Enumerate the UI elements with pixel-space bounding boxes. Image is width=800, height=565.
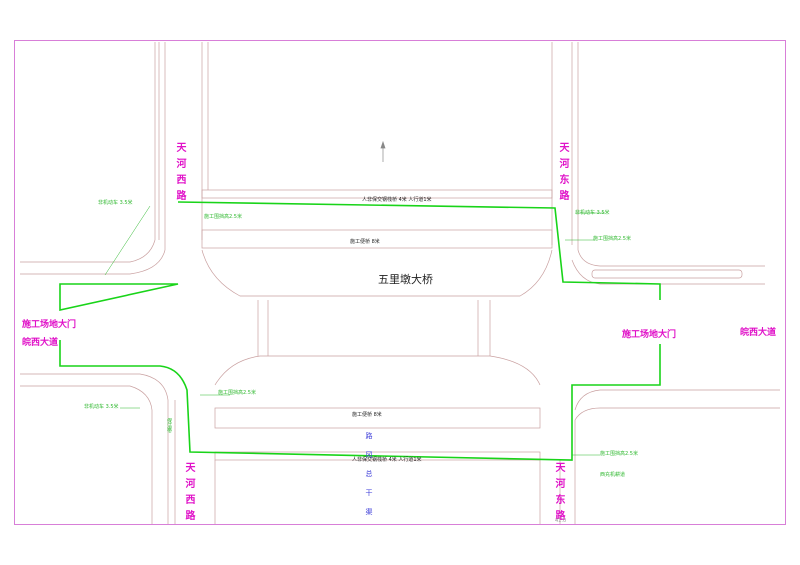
- road-label-wanxi-right: 皖西大道: [740, 328, 777, 338]
- corner-code: 41.0: [555, 518, 567, 524]
- temp-bridge-label-south: 施工便桥 8米: [352, 412, 382, 418]
- ped-bridge-label-north: 人非保交钢栈桥 4米 人行道1米: [362, 197, 432, 203]
- gate-label-left: 施工场地大门: [22, 320, 77, 330]
- tianhe-east-road-north: [551, 42, 765, 285]
- tianhe-west-road-north: [20, 42, 209, 275]
- sidewalk-label-sw: 保洁带: [166, 418, 172, 433]
- lane-label-nw: 非机动车 3.5米: [98, 200, 133, 206]
- road-label-wanxi-left: 皖西大道: [22, 338, 59, 348]
- road-label-tianhe-west-south: 天河西路: [183, 462, 194, 526]
- drawing-frame: [14, 40, 786, 525]
- fence-label-ne: 施工围挡高2.5米: [593, 236, 631, 242]
- fence-label-nw: 施工围挡高2.5米: [204, 214, 242, 220]
- bridge-name: 五里墩大桥: [378, 273, 433, 286]
- ped-bridge-label-south: 人非保交钢栈桥 4米 人行道1米: [352, 457, 422, 463]
- road-label-tianhe-east-south: 天河东路: [553, 462, 564, 526]
- fence-label-sw: 施工围挡高2.5米: [218, 390, 256, 396]
- lane-label-ne: 非机动车 3.5米: [575, 210, 610, 216]
- south-trunk-label: 路冈总干渠: [365, 432, 373, 527]
- temp-bridge-label-north: 施工便桥 8米: [350, 239, 380, 245]
- fence-label-se: 施工围挡高2.5米: [600, 451, 638, 457]
- se-note-label: 西充机耕道: [600, 472, 626, 478]
- gate-label-right: 施工场地大门: [622, 330, 677, 340]
- bridge-area: [201, 189, 553, 524]
- road-label-tianhe-east-north: 天河东路: [557, 142, 568, 206]
- road-label-tianhe-west-north: 天河西路: [174, 142, 185, 206]
- south-roads: [20, 373, 780, 524]
- construction-fence-line: [59, 201, 661, 461]
- lane-label-sw: 非机动车 3.5米: [84, 404, 119, 410]
- north-arrow-icon: [380, 140, 386, 162]
- leader-lines: [104, 205, 605, 456]
